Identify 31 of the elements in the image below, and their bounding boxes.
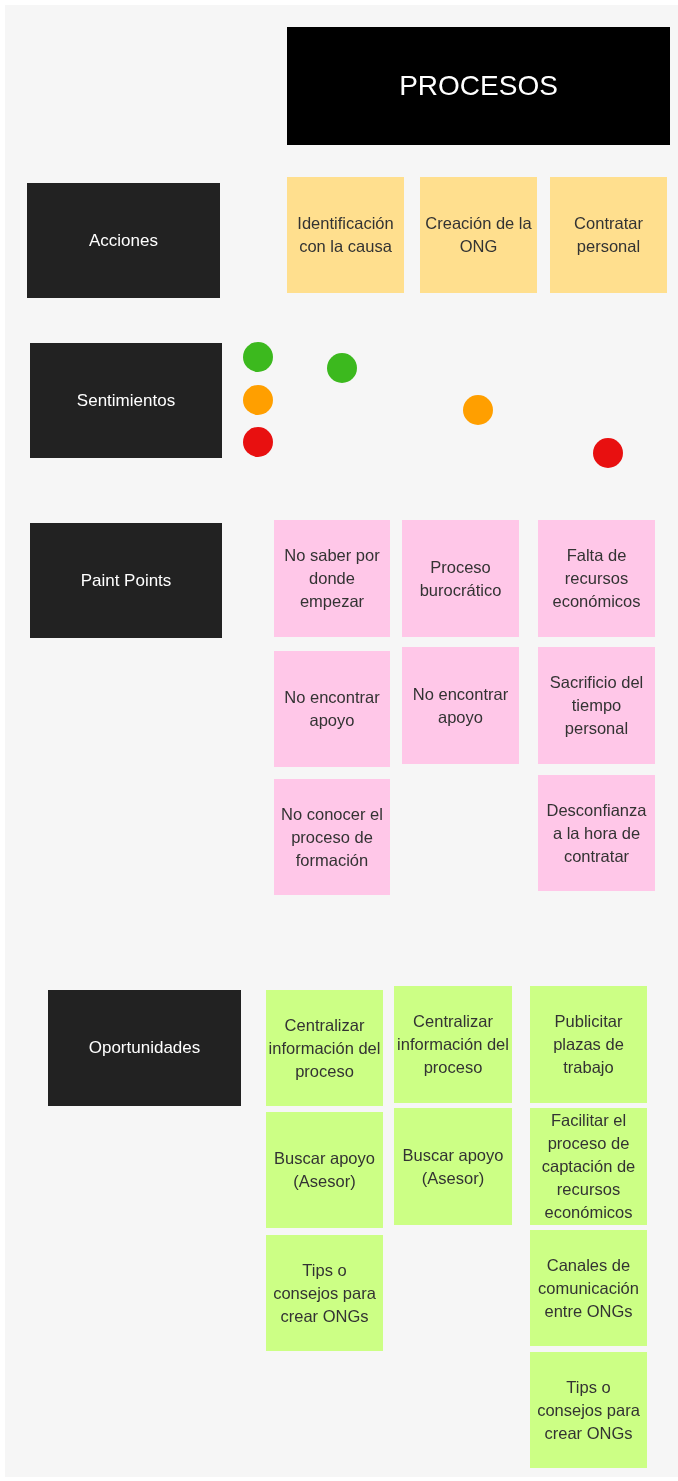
- sticky-note: Canales de comunicación entre ONGs: [530, 1230, 647, 1346]
- sticky-note: Publicitar plazas de trabajo: [530, 986, 647, 1103]
- emotion-dot: [243, 385, 273, 415]
- row-label: Paint Points: [30, 523, 222, 638]
- sticky-note: Contratar personal: [550, 177, 667, 293]
- row-label: Oportunidades: [48, 990, 241, 1106]
- sticky-note: Falta de recursos económicos: [538, 520, 655, 637]
- sticky-note: Centralizar información del proceso: [394, 986, 512, 1103]
- row-label: Sentimientos: [30, 343, 222, 458]
- sticky-note: Identificación con la causa: [287, 177, 404, 293]
- sticky-note: No saber por donde empezar: [274, 520, 390, 637]
- sticky-note: No encontrar apoyo: [402, 647, 519, 764]
- sticky-note: Proceso burocrático: [402, 520, 519, 637]
- sticky-note: Buscar apoyo (Asesor): [394, 1108, 512, 1225]
- sticky-note: Creación de la ONG: [420, 177, 537, 293]
- sticky-note: Buscar apoyo (Asesor): [266, 1112, 383, 1228]
- sticky-note: Tips o consejos para crear ONGs: [530, 1352, 647, 1468]
- sticky-note: Tips o consejos para crear ONGs: [266, 1235, 383, 1351]
- header-bar: PROCESOS: [287, 27, 670, 145]
- sticky-note: No encontrar apoyo: [274, 651, 390, 767]
- emotion-dot: [243, 427, 273, 457]
- row-label: Acciones: [27, 183, 220, 298]
- emotion-dot: [243, 342, 273, 372]
- emotion-dot: [593, 438, 623, 468]
- sticky-note: No conocer el proceso de formación: [274, 779, 390, 895]
- emotion-dot: [463, 395, 493, 425]
- sticky-note: Sacrificio del tiempo personal: [538, 647, 655, 764]
- emotion-dot: [327, 353, 357, 383]
- sticky-note: Facilitar el proceso de captación de recursos económicos: [530, 1108, 647, 1225]
- sticky-note: Desconfianza a la hora de contratar: [538, 775, 655, 891]
- sticky-note: Centralizar información del proceso: [266, 990, 383, 1106]
